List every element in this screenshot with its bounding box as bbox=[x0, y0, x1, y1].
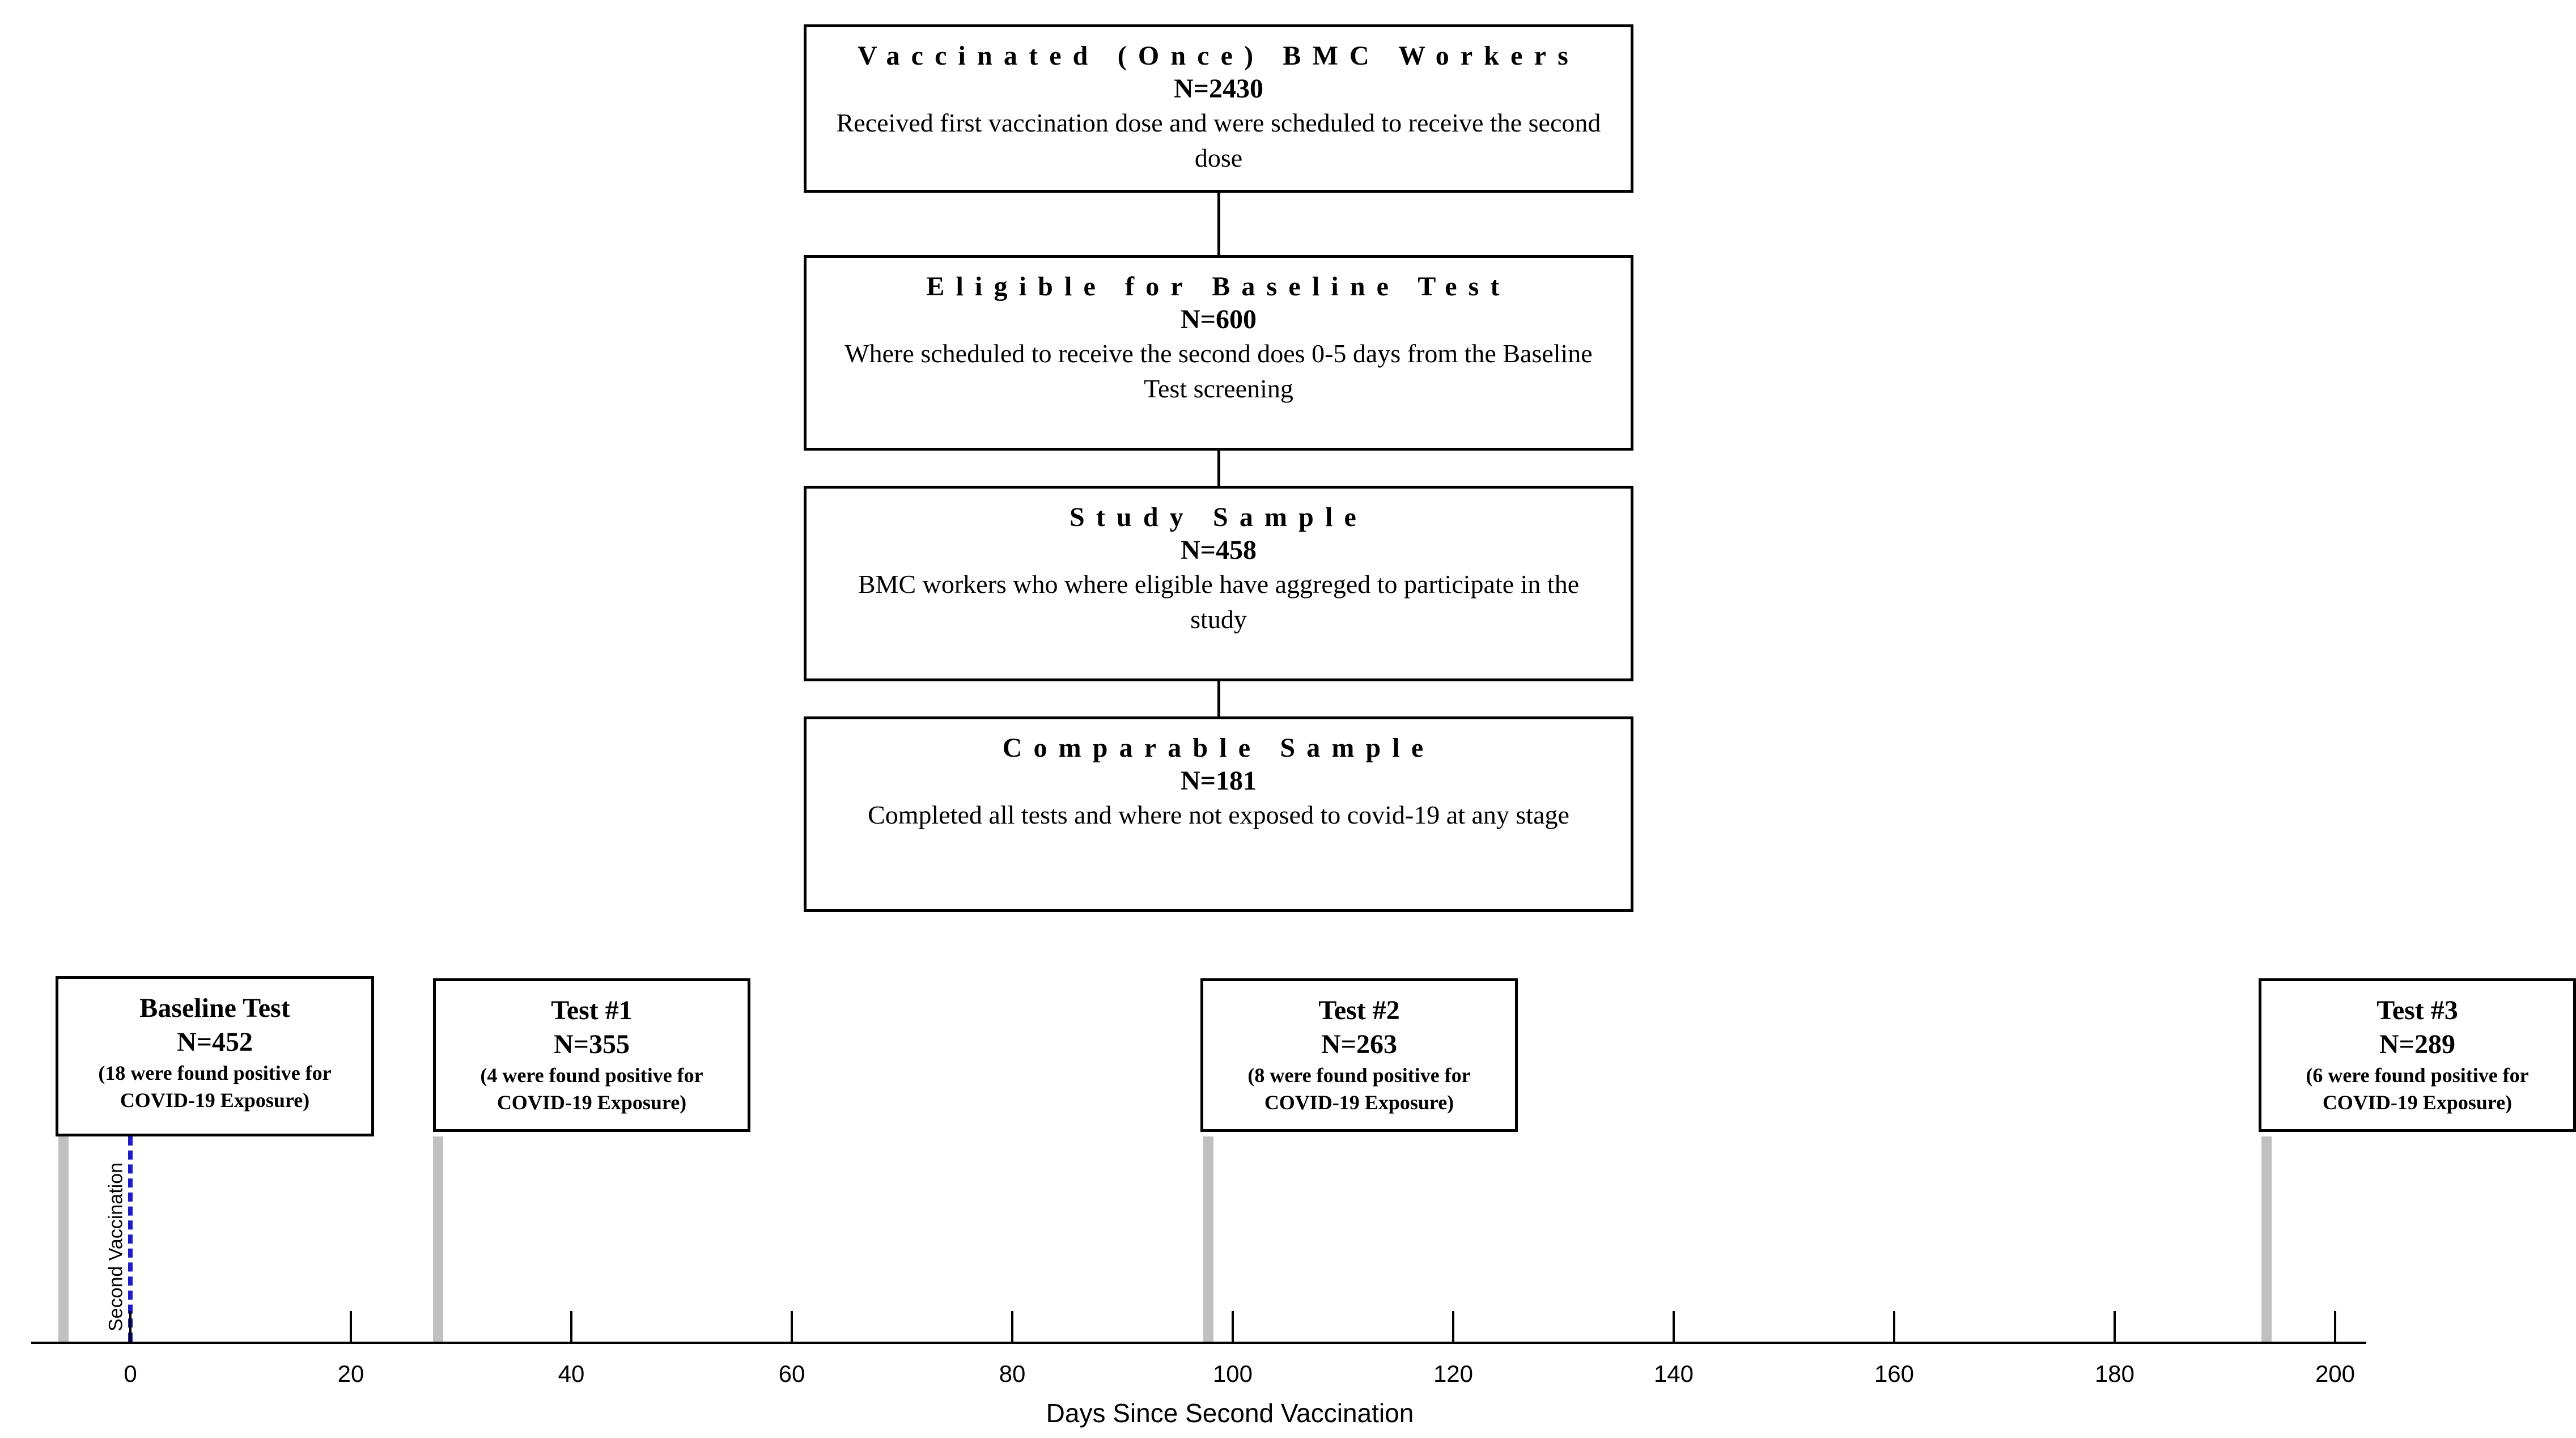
flow-box-vaccinated: Vaccinated (Once) BMC Workers N=2430 Rec… bbox=[804, 24, 1633, 193]
connector-line bbox=[1217, 681, 1220, 716]
flow-description: Where scheduled to receive the second do… bbox=[844, 339, 1593, 403]
test-bar-test-2 bbox=[1203, 1136, 1213, 1342]
test-count: N=289 bbox=[2379, 1029, 2455, 1059]
axis-tick-label: 80 bbox=[999, 1360, 1026, 1387]
axis-tick bbox=[129, 1311, 131, 1343]
axis-title: Days Since Second Vaccination bbox=[1046, 1398, 1414, 1428]
test-box-test-1: Test #1 N=355 (4 were found positive for… bbox=[433, 978, 750, 1132]
axis-tick bbox=[1673, 1311, 1675, 1343]
axis-tick-label: 120 bbox=[1433, 1360, 1474, 1387]
flow-box-comparable-sample: Comparable Sample N=181 Completed all te… bbox=[804, 716, 1633, 912]
axis-tick-label: 200 bbox=[2315, 1360, 2356, 1387]
axis-tick bbox=[791, 1311, 793, 1343]
axis-tick-label: 140 bbox=[1653, 1360, 1694, 1387]
test-bar-baseline bbox=[58, 1136, 69, 1342]
axis-tick bbox=[2114, 1311, 2116, 1343]
flow-description: BMC workers who where eligible have aggr… bbox=[858, 570, 1580, 634]
flow-title: Vaccinated (Once) BMC Workers bbox=[858, 41, 1580, 71]
axis-tick-label: 60 bbox=[778, 1360, 805, 1387]
axis-tick bbox=[1011, 1311, 1013, 1343]
test-title: Test #3 bbox=[2376, 995, 2458, 1025]
flow-box-study-sample: Study Sample N=458 BMC workers who where… bbox=[804, 486, 1633, 681]
flow-description: Received first vaccination dose and were… bbox=[836, 108, 1601, 172]
test-bar-test-1 bbox=[433, 1136, 443, 1342]
test-note: (6 were found positive for COVID-19 Expo… bbox=[2306, 1064, 2529, 1114]
test-title: Test #1 bbox=[551, 995, 633, 1025]
axis-tick bbox=[350, 1311, 352, 1343]
second-vaccination-marker-line bbox=[128, 1136, 133, 1342]
test-box-test-3: Test #3 N=289 (6 were found positive for… bbox=[2259, 978, 2576, 1132]
axis-tick bbox=[2334, 1311, 2336, 1343]
test-title: Baseline Test bbox=[139, 993, 290, 1023]
test-count: N=355 bbox=[553, 1029, 630, 1059]
flow-title: Comparable Sample bbox=[1002, 733, 1435, 763]
test-bar-test-3 bbox=[2261, 1136, 2272, 1342]
axis-tick-label: 180 bbox=[2094, 1360, 2135, 1387]
axis-tick bbox=[1452, 1311, 1454, 1343]
axis-tick-label: 40 bbox=[558, 1360, 585, 1387]
test-box-baseline: Baseline Test N=452 (18 were found posit… bbox=[56, 976, 374, 1136]
test-note: (4 were found positive for COVID-19 Expo… bbox=[480, 1064, 703, 1114]
test-box-test-2: Test #2 N=263 (8 were found positive for… bbox=[1200, 978, 1518, 1132]
flow-title: Study Sample bbox=[1069, 502, 1368, 532]
flow-count: N=458 bbox=[1180, 535, 1257, 565]
flow-title: Eligible for Baseline Test bbox=[926, 272, 1511, 302]
flow-count: N=181 bbox=[1180, 766, 1257, 796]
axis-tick bbox=[1232, 1311, 1234, 1343]
second-vaccination-label: Second Vaccination bbox=[105, 1162, 127, 1332]
timeline-axis bbox=[31, 1342, 2366, 1344]
axis-tick bbox=[570, 1311, 572, 1343]
flow-count: N=2430 bbox=[1173, 74, 1263, 104]
test-note: (8 were found positive for COVID-19 Expo… bbox=[1247, 1064, 1471, 1114]
axis-tick-label: 160 bbox=[1874, 1360, 1915, 1387]
test-note: (18 were found positive for COVID-19 Exp… bbox=[98, 1062, 332, 1112]
test-count: N=263 bbox=[1321, 1029, 1397, 1059]
flow-box-eligible: Eligible for Baseline Test N=600 Where s… bbox=[804, 255, 1633, 451]
test-title: Test #2 bbox=[1318, 995, 1400, 1025]
axis-tick-label: 100 bbox=[1212, 1360, 1253, 1387]
axis-tick-label: 0 bbox=[124, 1360, 137, 1387]
flow-count: N=600 bbox=[1180, 304, 1257, 334]
connector-line bbox=[1217, 193, 1220, 255]
test-count: N=452 bbox=[176, 1027, 253, 1057]
axis-tick-label: 20 bbox=[337, 1360, 364, 1387]
connector-line bbox=[1217, 451, 1220, 486]
axis-tick bbox=[1893, 1311, 1895, 1343]
flow-description: Completed all tests and where not expose… bbox=[868, 800, 1569, 829]
